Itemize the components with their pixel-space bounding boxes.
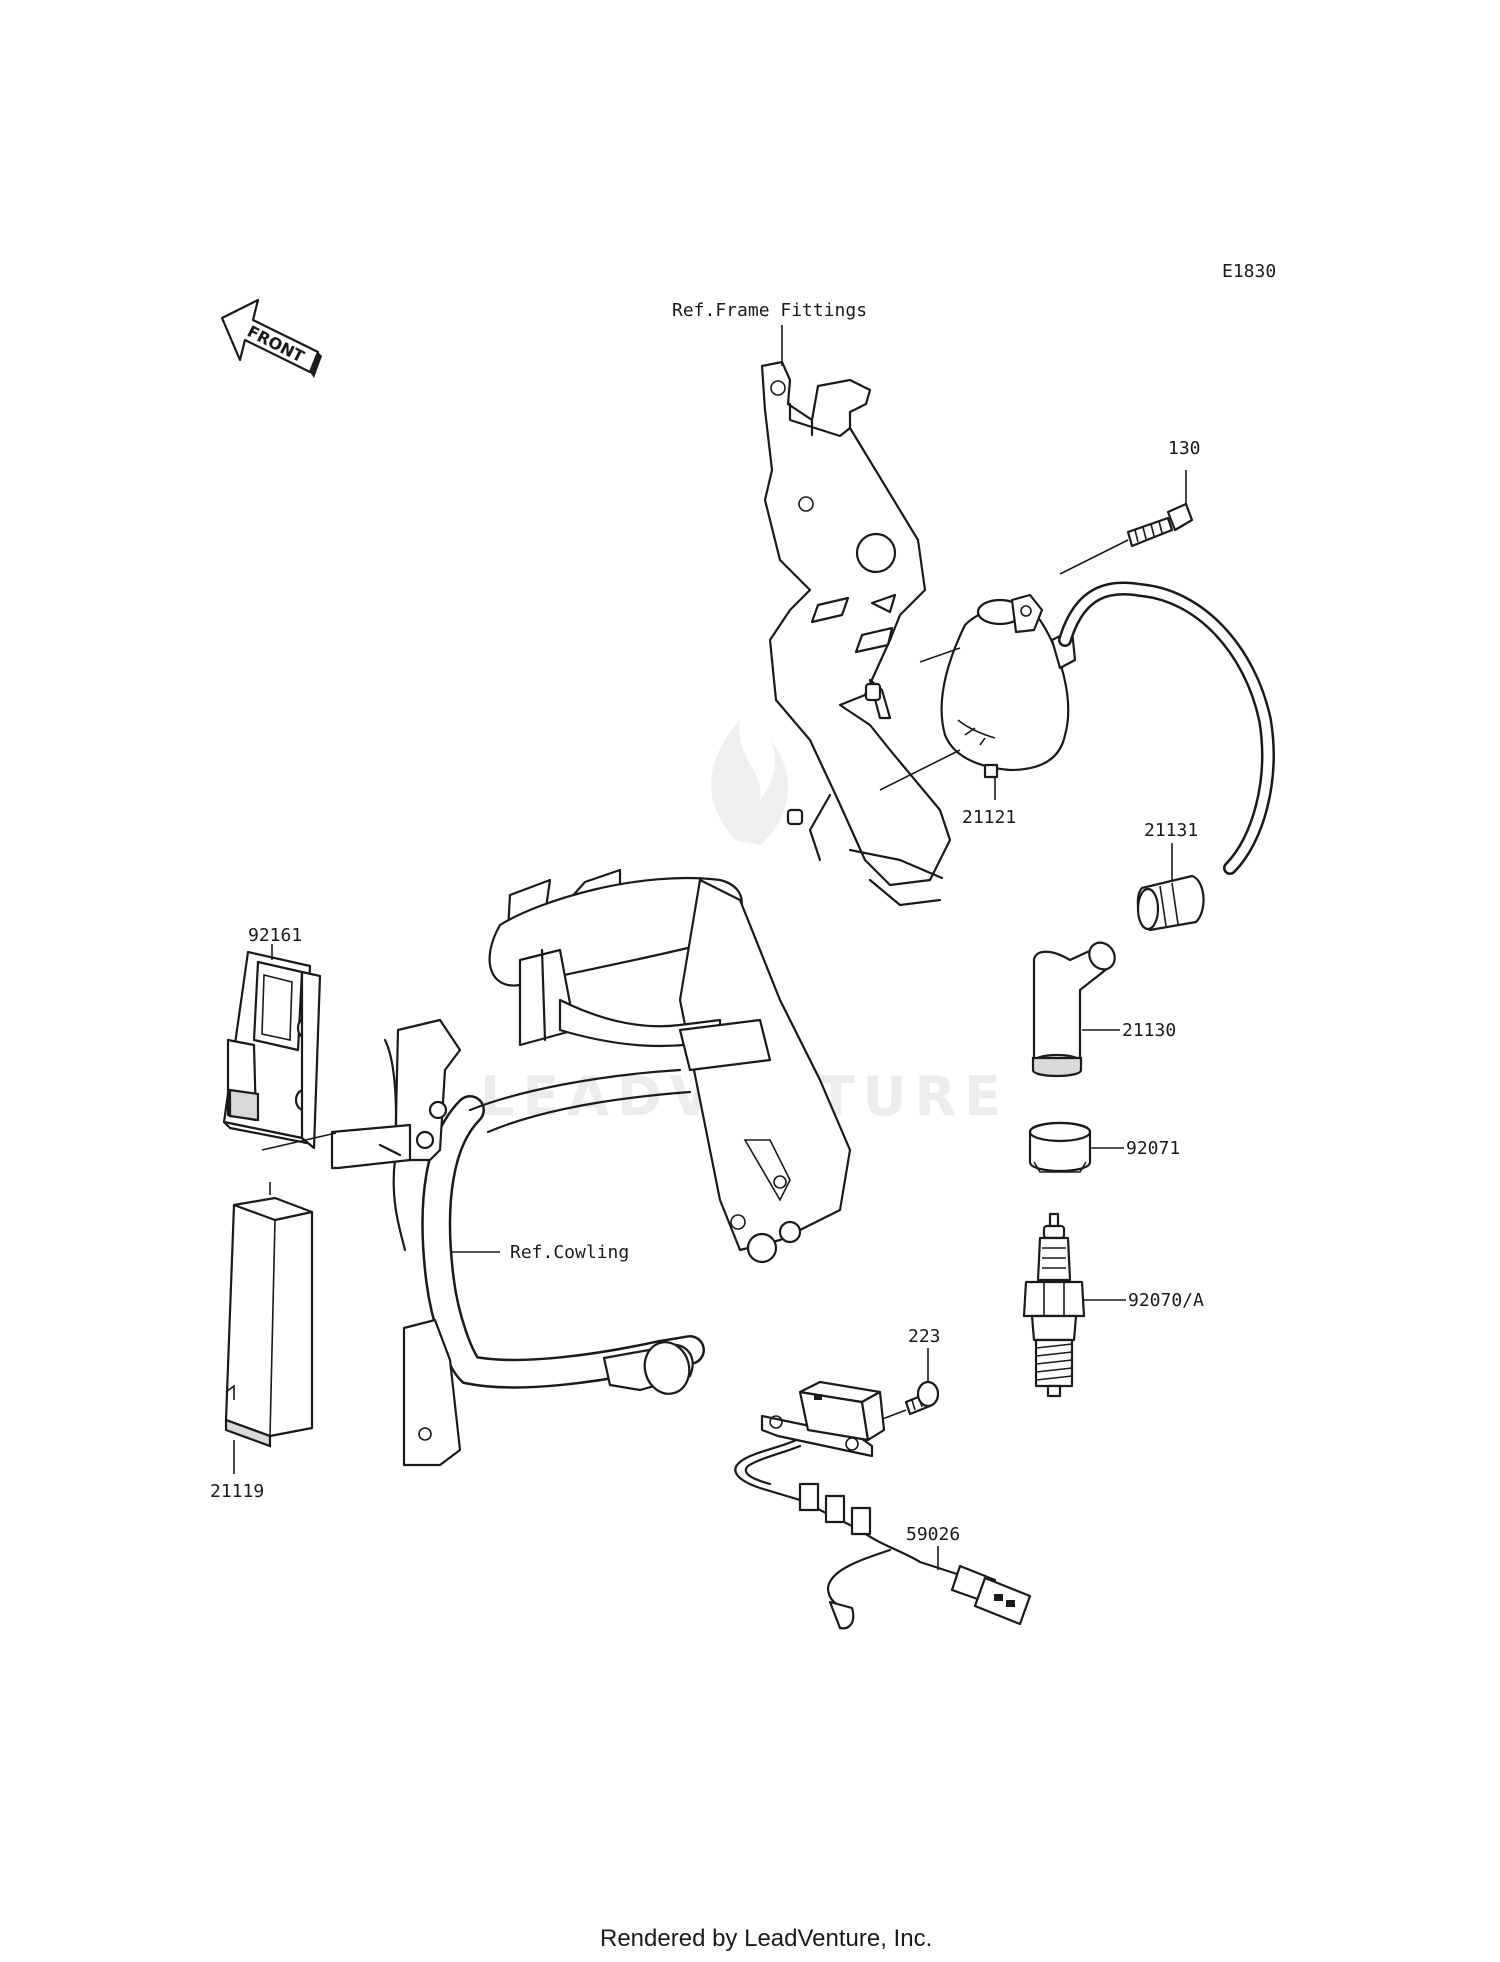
label-21119: 21119: [210, 1481, 264, 1502]
boot-92161: 92161: [222, 925, 337, 1151]
label-92070a: 92070/A: [1128, 1290, 1204, 1311]
label-ref-cowling: Ref.Cowling: [510, 1242, 629, 1263]
label-223: 223: [908, 1326, 941, 1347]
igniter-21119: 21119: [210, 1182, 314, 1502]
ignition-coil: [879, 593, 1077, 791]
cap-21131: 21131: [1136, 820, 1205, 932]
callout-ref-cowling: Ref.Cowling: [450, 1242, 629, 1263]
footer-credit: Rendered by LeadVenture, Inc.: [600, 1925, 932, 1952]
cowling-stay-frame: [330, 868, 852, 1467]
bolt-130: 130: [1059, 438, 1201, 575]
label-59026: 59026: [906, 1524, 960, 1545]
callout-21121: 21121: [962, 776, 1016, 828]
ht-lead: [1058, 581, 1275, 875]
label-ref-frame-fittings: Ref.Frame Fittings: [672, 300, 867, 321]
label-130: 130: [1168, 438, 1201, 459]
diagram-code: E1830: [1222, 261, 1276, 282]
front-arrow-icon: FRONT: [220, 298, 322, 378]
cap-92071: 92071: [1028, 1121, 1180, 1173]
callout-ref-frame-fittings: Ref.Frame Fittings: [672, 300, 867, 366]
bolt-223: 223: [879, 1326, 941, 1421]
label-21121: 21121: [962, 807, 1016, 828]
label-92071: 92071: [1126, 1138, 1180, 1159]
label-92161: 92161: [248, 925, 302, 946]
plug-cap-21130: 21130: [1031, 941, 1176, 1078]
label-21130: 21130: [1122, 1020, 1176, 1041]
ignition-coil-bracket: [760, 360, 952, 907]
label-21131: 21131: [1144, 820, 1198, 841]
spark-plug: 92070/A: [1022, 1212, 1204, 1398]
sensor-harness: 59026: [734, 1380, 1032, 1630]
